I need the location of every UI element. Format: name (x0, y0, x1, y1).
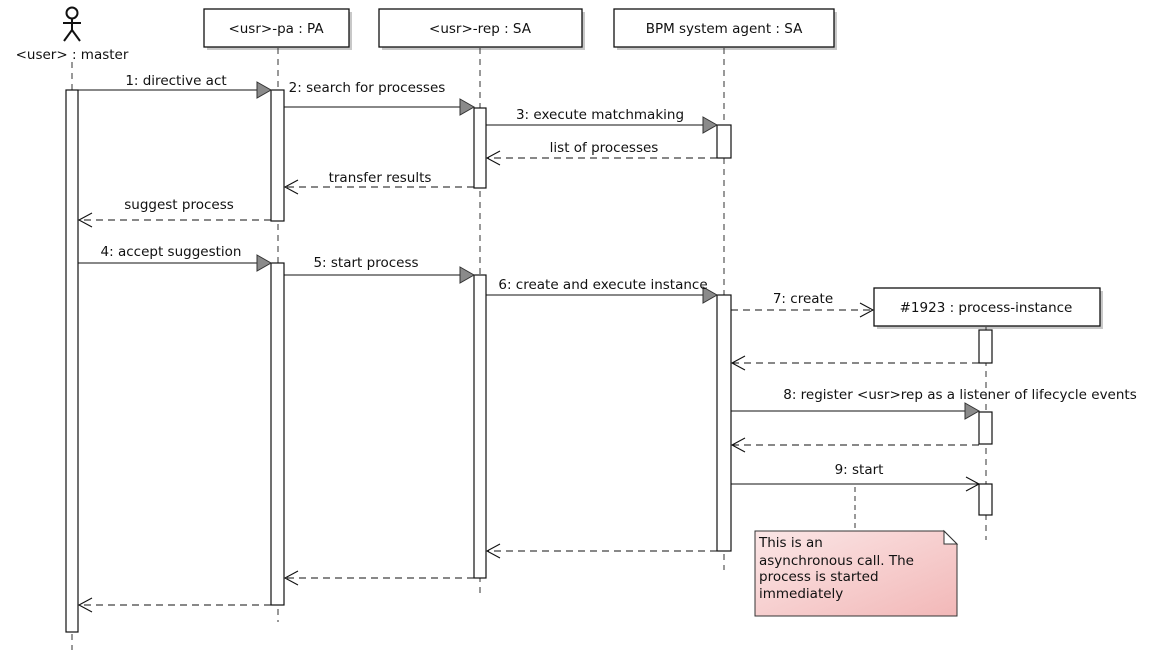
message-2: 2: search for processes (284, 80, 476, 116)
return-message-2: transfer results (283, 170, 474, 195)
participant-bpm: BPM system agent : SA (613, 8, 837, 50)
return-message-7 (730, 355, 979, 371)
message-label-5: 5: start process (313, 255, 418, 271)
note: This is an asynchronous call. The proces… (754, 487, 959, 617)
return-message-4 (77, 597, 271, 613)
activation-pa-1 (270, 89, 285, 222)
message-9: 9: start (731, 462, 981, 492)
message-label-1: 1: directive act (125, 73, 226, 89)
return-label-2: transfer results (329, 170, 432, 186)
activation-rep-2 (473, 274, 487, 579)
return-message-8 (730, 437, 979, 453)
return-message-6 (485, 543, 717, 559)
activation-instance-2 (978, 411, 993, 445)
message-8: 8: register <usr>rep as a listener of li… (731, 387, 1137, 420)
message-1: 1: directive act (78, 73, 273, 99)
message-label-9: 9: start (835, 462, 884, 478)
return-label-1: suggest process (124, 197, 234, 213)
return-message-1: suggest process (77, 197, 271, 228)
note-line-4: immediately (759, 586, 843, 602)
activation-instance-3 (978, 483, 993, 516)
message-label-4: 4: accept suggestion (101, 244, 242, 260)
participant-rep: <usr>-rep : SA (378, 8, 585, 50)
message-7: 7: create (731, 291, 875, 318)
message-6: 6: create and execute instance (486, 277, 719, 304)
return-message-5 (283, 570, 474, 586)
activation-pa-2 (270, 262, 285, 606)
note-line-3: process is started (759, 569, 879, 585)
participant-label-pa: <usr>-pa : PA (228, 21, 324, 37)
activation-master (65, 89, 79, 633)
activation-bpm-1 (716, 124, 732, 159)
message-label-3: 3: execute matchmaking (516, 107, 684, 123)
message-4: 4: accept suggestion (78, 244, 273, 272)
message-label-8: 8: register <usr>rep as a listener of li… (783, 387, 1137, 403)
stick-figure-icon (63, 6, 81, 42)
return-message-3: list of processes (485, 140, 717, 166)
message-label-2: 2: search for processes (289, 80, 446, 96)
message-3: 3: execute matchmaking (486, 107, 719, 134)
return-label-3: list of processes (550, 140, 659, 156)
activation-rep-1 (473, 107, 487, 189)
note-line-1: This is an (758, 535, 823, 551)
message-5: 5: start process (284, 255, 476, 284)
note-text: This is an asynchronous call. The proces… (758, 535, 918, 602)
participant-instance: #1923 : process-instance (873, 287, 1103, 329)
message-label-6: 6: create and execute instance (498, 277, 707, 293)
activation-bpm-2 (716, 294, 732, 552)
participant-pa: <usr>-pa : PA (203, 8, 352, 50)
note-line-2: asynchronous call. The (759, 553, 914, 569)
message-label-7: 7: create (773, 291, 833, 307)
activation-instance-1 (978, 329, 993, 364)
participant-label-bpm: BPM system agent : SA (646, 21, 803, 37)
participant-label-instance: #1923 : process-instance (900, 300, 1073, 316)
actor-label: <user> : master (16, 47, 129, 63)
participant-label-rep: <usr>-rep : SA (429, 21, 532, 37)
actor-master: <user> : master (16, 6, 129, 63)
